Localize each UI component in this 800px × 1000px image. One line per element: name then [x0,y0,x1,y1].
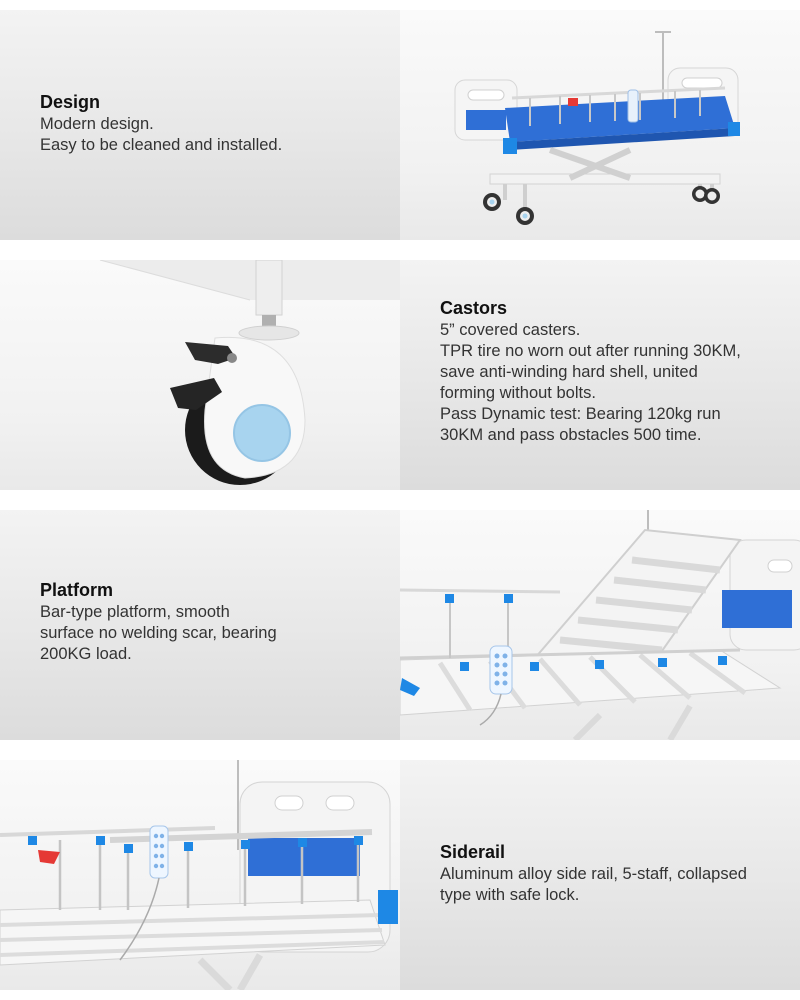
platform-image-panel [400,510,800,740]
hospital-bed-image [454,31,740,225]
section-title: Siderail [440,842,506,862]
feature-castors: Castors 5” covered casters. TPR tire no … [0,260,800,490]
castors-image-panel [0,260,400,490]
section-line: 30KM and pass obstacles 500 time. [440,426,702,444]
bed-platform-image [400,510,800,740]
section-line: Easy to be cleaned and installed. [40,136,283,154]
design-image-panel [400,10,800,240]
feature-design: Design Modern design. Easy to be cleaned… [0,10,800,240]
section-line: Aluminum alloy side rail, 5-staff, colla… [440,865,747,883]
section-line: 5” covered casters. [440,321,581,339]
section-line: 200KG load. [40,645,132,663]
section-line: Pass Dynamic test: Bearing 120kg run [440,405,721,423]
section-title: Design [40,92,101,112]
section-title: Castors [440,298,508,318]
section-line: TPR tire no worn out after running 30KM, [440,342,741,360]
castor-wheel-image [99,260,400,485]
section-line: type with safe lock. [440,886,580,904]
siderail-image [0,760,398,990]
section-line: Bar-type platform, smooth [40,603,230,621]
section-title: Platform [40,580,114,600]
section-line: surface no welding scar, bearing [40,624,277,642]
section-line: save anti-winding hard shell, united [440,363,698,381]
feature-siderail: Siderail Aluminum alloy side rail, 5-sta… [0,760,800,990]
section-line: forming without bolts. [440,384,596,402]
siderail-text-panel: Siderail Aluminum alloy side rail, 5-sta… [400,760,800,990]
feature-platform: Platform Bar-type platform, smooth surfa… [0,510,800,740]
design-text-panel: Design Modern design. Easy to be cleaned… [0,10,400,240]
castors-text-panel: Castors 5” covered casters. TPR tire no … [400,260,800,490]
platform-text-panel: Platform Bar-type platform, smooth surfa… [0,510,400,740]
section-line: Modern design. [40,115,154,133]
siderail-image-panel [0,760,400,990]
